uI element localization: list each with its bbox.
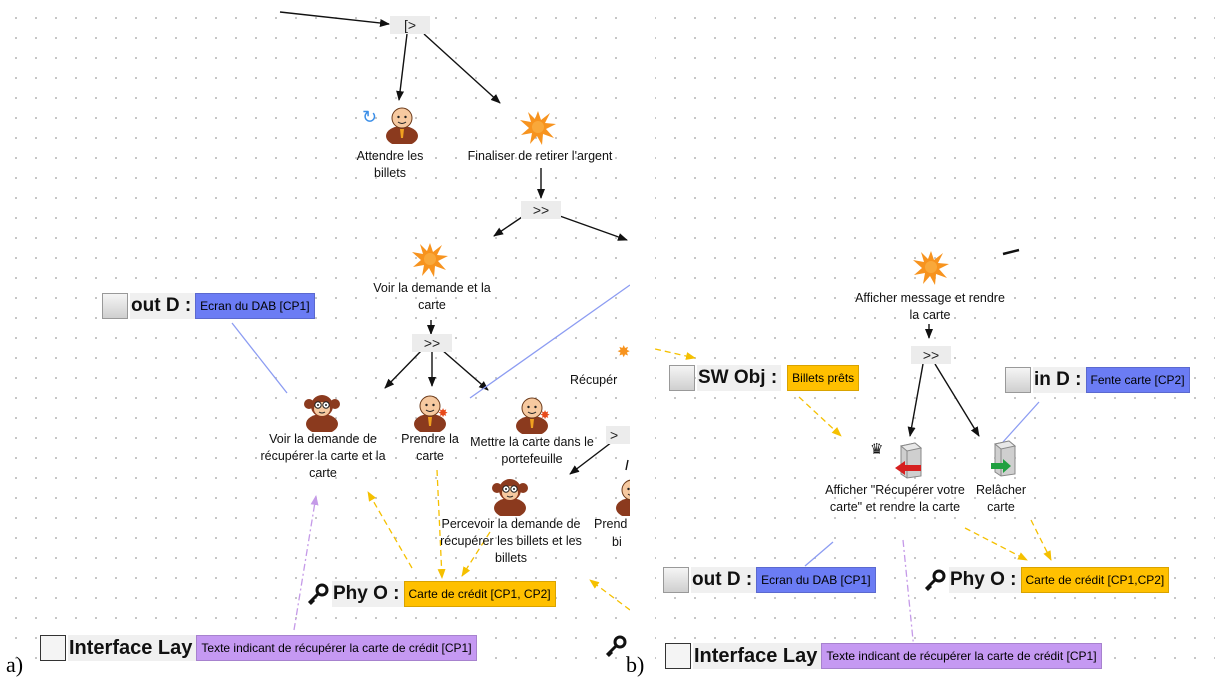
abstract-task-icon[interactable] (410, 240, 450, 280)
arrow-right-icon (991, 459, 1011, 473)
panel-separator (630, 0, 655, 677)
task-label: Voir la demande et la carte (373, 281, 491, 312)
task-label: Finaliser de retirer l'argent (467, 149, 613, 163)
device-type: in D : (1033, 367, 1086, 393)
physical-object-box[interactable]: Phy O : Carte de crédit [CP1, CP2] (306, 580, 556, 608)
output-device-box[interactable]: out D : Ecran du DAB [CP1] (102, 292, 315, 320)
user-task-icon[interactable] (382, 104, 422, 144)
panel-label-b: b) (626, 652, 645, 677)
crown-icon: ♛ (870, 441, 884, 458)
sequence-operator[interactable]: >> (412, 334, 452, 352)
input-device-box[interactable]: in D : Fente carte [CP2] (1005, 366, 1190, 394)
key-icon (306, 582, 330, 606)
edges-a (231, 11, 630, 631)
object-type: Phy O : (332, 581, 404, 607)
interface-layer-box[interactable]: Interface Lay Texte indicant de récupére… (40, 634, 477, 662)
physical-object-box[interactable]: Phy O : Carte de crédit [CP1,CP2] (923, 566, 1170, 594)
action-icon: ✸ (540, 408, 551, 422)
task-label: Récupér (570, 373, 618, 387)
object-value: Carte de crédit [CP1,CP2] (1020, 567, 1170, 593)
task-label: Attendre les billets (356, 149, 424, 180)
object-value: Billets prêts (787, 365, 860, 391)
object-type: SW Obj : (697, 365, 782, 391)
task-label: Afficher "Récupérer votre carte" et rend… (825, 483, 965, 514)
task-label: Prend (594, 517, 628, 531)
diagram-panel-b: Afficher message et rendre la carte >> ♛… (655, 0, 1215, 677)
interface-layer-box[interactable]: Interface Lay Texte indicant de récupére… (665, 642, 1102, 670)
object-type: Phy O : (949, 567, 1021, 593)
interface-type: Interface Lay (68, 635, 197, 661)
interface-value: Texte indicant de récupérer la carte de … (196, 635, 477, 661)
device-value: Ecran du DAB [CP1] (195, 293, 315, 319)
software-icon (669, 365, 695, 391)
software-object-box[interactable]: SW Obj : Billets prêts (669, 364, 860, 392)
interface-value: Texte indicant de récupérer la carte de … (821, 643, 1102, 669)
perception-task-icon[interactable] (302, 392, 342, 432)
loop-icon: ↻ (362, 107, 378, 127)
interface-type: Interface Lay (693, 643, 822, 669)
device-value: Ecran du DAB [CP1] (756, 567, 876, 593)
diagram-panel-a: [> >> >> > ↻ Attendre les billets Finali… (0, 0, 630, 677)
key-icon (923, 568, 947, 592)
task-label: Voir la demande de récupérer la carte et… (260, 432, 386, 480)
device-type: out D : (130, 293, 196, 319)
panel-label-a: a) (6, 652, 24, 677)
enabling-operator[interactable]: [> (390, 16, 430, 34)
output-device-box[interactable]: out D : Ecran du DAB [CP1] (663, 566, 876, 594)
sequence-operator[interactable]: >> (521, 201, 561, 219)
sequence-operator[interactable]: > (606, 426, 630, 444)
device-value: Fente carte [CP2] (1085, 367, 1190, 393)
task-label: Afficher message et rendre la carte (855, 291, 1005, 322)
interface-icon (665, 643, 691, 669)
task-label: Prendre la carte (401, 432, 459, 463)
key-icon (604, 634, 628, 663)
edges-b (655, 248, 1052, 661)
device-icon (1005, 367, 1031, 393)
sequence-operator[interactable]: >> (911, 346, 951, 364)
arrow-left-icon (895, 461, 921, 475)
abstract-task-icon[interactable]: ✸ (617, 344, 630, 361)
device-icon (102, 293, 128, 319)
action-icon: ✸ (438, 406, 449, 420)
abstract-task-icon[interactable] (518, 108, 558, 148)
object-value: Carte de crédit [CP1, CP2] (403, 581, 556, 607)
task-label: Mettre la carte dans le portefeuille (470, 435, 594, 466)
motor-task-icon[interactable] (612, 476, 630, 516)
device-type: out D : (691, 567, 757, 593)
abstract-task-icon[interactable] (911, 248, 951, 288)
device-icon (663, 567, 689, 593)
task-label: Percevoir la demande de récupérer les bi… (440, 517, 582, 565)
task-label: bi (612, 535, 622, 549)
task-label: Relâcher carte (975, 483, 1027, 514)
perception-task-icon[interactable] (490, 476, 530, 516)
interface-icon (40, 635, 66, 661)
